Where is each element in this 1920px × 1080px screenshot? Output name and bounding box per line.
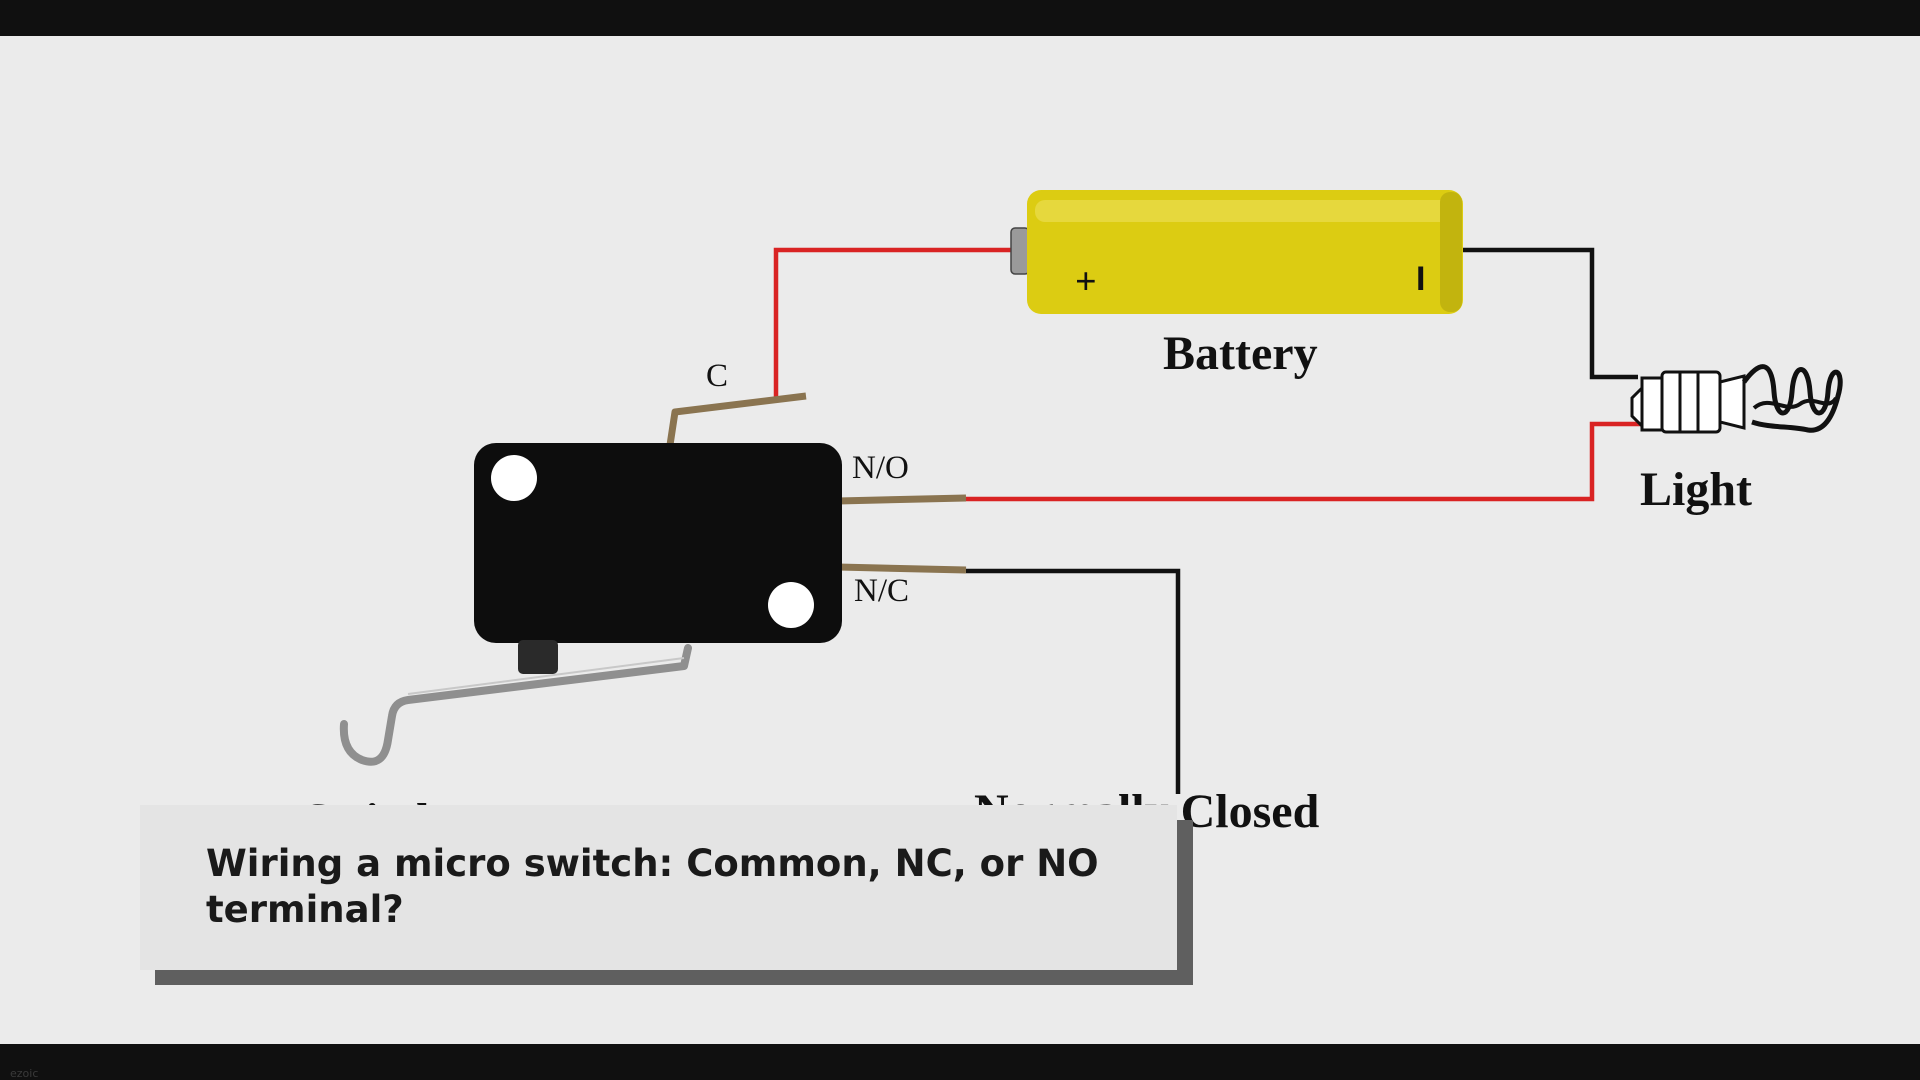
switch-lever-arm — [339, 644, 692, 766]
caption-title: Wiring a micro switch: Common, NC, or NO… — [206, 842, 1099, 931]
battery-highlight — [1035, 200, 1455, 222]
top-letterbox — [0, 0, 1920, 36]
wire-nc-to-normally-closed — [966, 568, 1181, 794]
light-label: Light — [1640, 463, 1753, 516]
no-terminal-label: N/O — [852, 450, 909, 486]
battery-minus-sign: I — [1416, 260, 1426, 298]
mounting-hole-top-left — [491, 455, 537, 501]
watermark: ezoic — [10, 1067, 39, 1080]
mounting-hole-bottom-right — [768, 582, 814, 628]
nc-terminal-label: N/C — [854, 573, 910, 609]
micro-switch — [339, 443, 842, 766]
battery-end-shade — [1440, 192, 1462, 312]
wire-battery-negative-to-light — [1462, 247, 1638, 380]
terminal-common — [666, 392, 807, 446]
battery-label: Battery — [1163, 327, 1318, 380]
light-bulb — [1630, 364, 1843, 434]
switch-plunger — [518, 640, 558, 674]
bottom-letterbox — [0, 1044, 1920, 1080]
wire-no-to-light — [966, 421, 1642, 502]
bulb-spiral-inner — [1752, 396, 1838, 410]
terminal-no — [837, 494, 967, 505]
battery-plus-sign: + — [1075, 261, 1097, 303]
wire-common-to-battery-positive — [773, 247, 1012, 398]
bulb-thread — [1660, 370, 1722, 434]
common-terminal-label: C — [706, 358, 729, 394]
wiring-diagram — [339, 190, 1843, 794]
battery-positive-cap — [1010, 227, 1030, 275]
switch-lever-highlight — [407, 657, 685, 695]
bulb-neck — [1718, 374, 1746, 430]
terminal-nc — [837, 563, 967, 574]
caption-box: Wiring a micro switch: Common, NC, or NO… — [140, 805, 1177, 970]
battery — [1010, 190, 1463, 314]
switch-body — [474, 443, 842, 643]
bulb-base — [1640, 376, 1664, 432]
bulb-spiral — [1741, 364, 1843, 433]
